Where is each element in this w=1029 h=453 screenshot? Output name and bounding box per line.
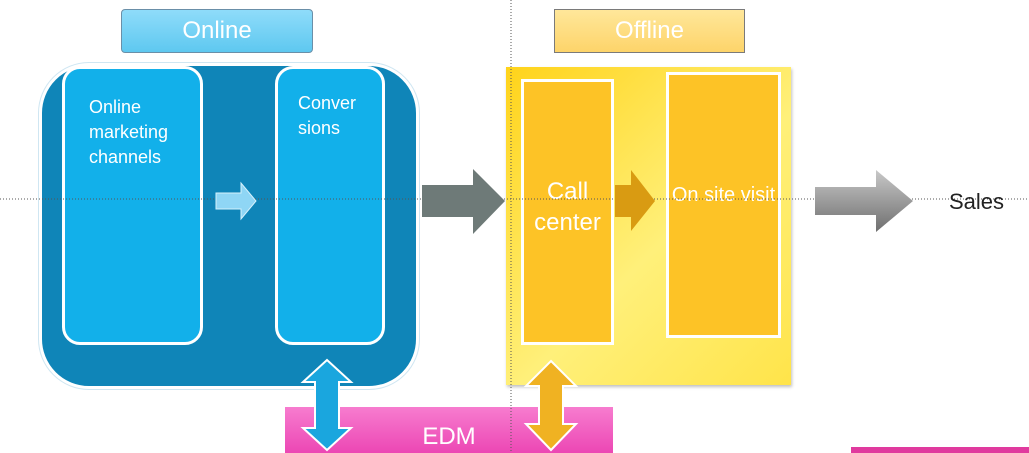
offline-edm-double-arrow (523, 359, 579, 452)
channels-to-conversions-arrow (215, 181, 257, 221)
online-edm-double-arrow (300, 358, 354, 452)
corner-accent-line (851, 447, 1029, 453)
offline-header-label: Offline (554, 9, 745, 53)
on-site-visit-box: On site visit (666, 72, 781, 338)
sales-label: Sales (949, 189, 1005, 214)
online-marketing-channels-box: Online marketing channels (62, 66, 203, 345)
online-to-offline-arrow (422, 169, 505, 234)
call-center-box: Call center (521, 79, 614, 345)
visit-to-sales-arrow (815, 170, 913, 232)
online-header-label: Online (121, 9, 313, 53)
conversions-box: Conver sions (275, 66, 385, 345)
call-to-visit-arrow (615, 170, 655, 231)
